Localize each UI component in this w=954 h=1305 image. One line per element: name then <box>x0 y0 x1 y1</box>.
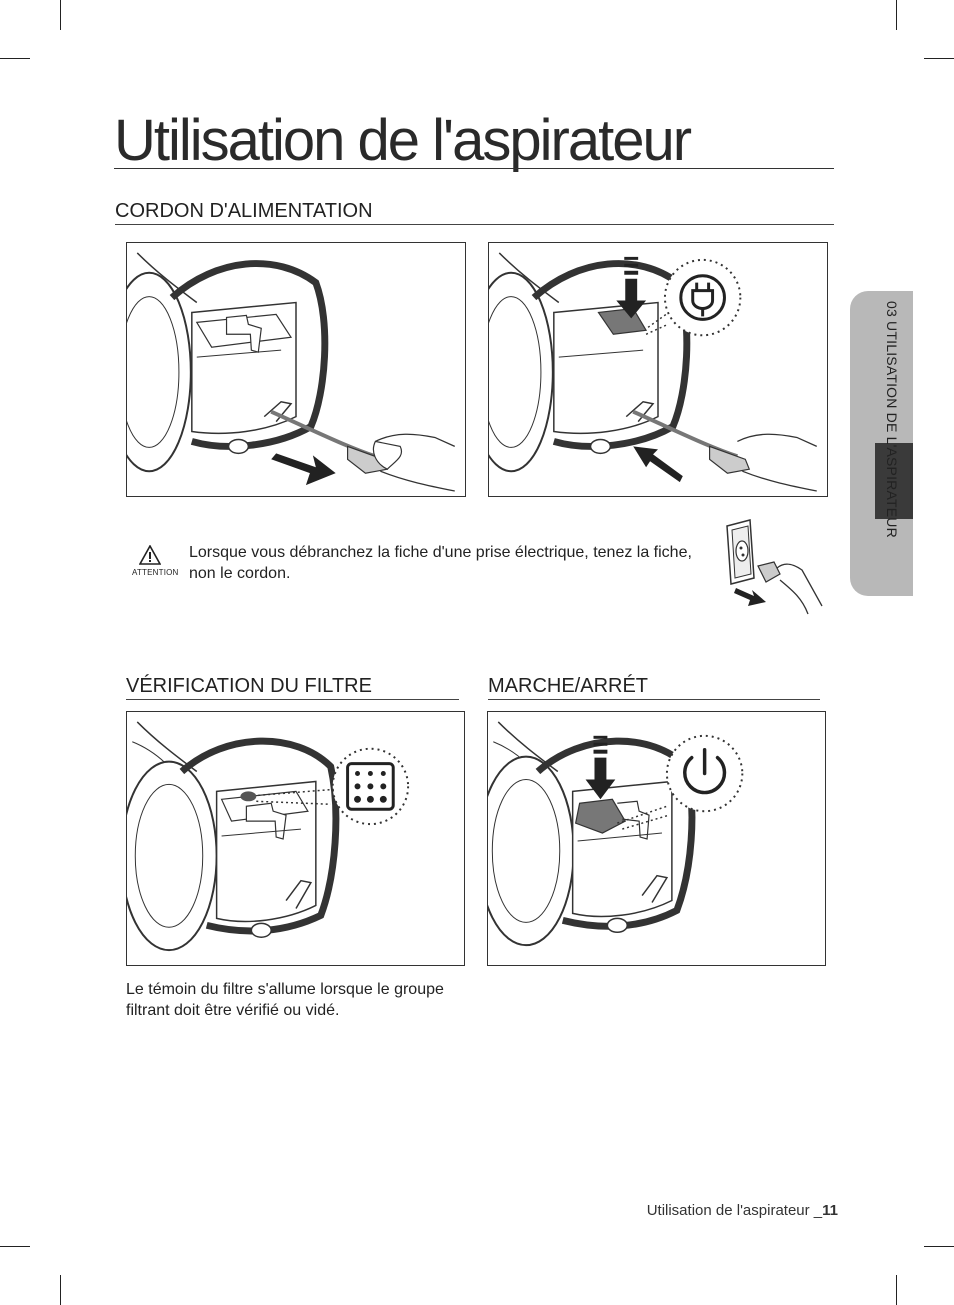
title-rule <box>114 168 834 169</box>
crop-mark <box>924 58 954 59</box>
section-heading-cord: CORDON D'ALIMENTATION <box>115 200 373 222</box>
page-title: Utilisation de l'aspirateur <box>114 108 692 173</box>
warning-text: Lorsque vous débranchez la fiche d'une p… <box>189 544 692 582</box>
crop-mark <box>60 0 61 30</box>
section-rule <box>488 699 820 700</box>
crop-mark <box>0 1246 30 1247</box>
section-heading-power: MARCHE/ARRÉT <box>488 675 649 697</box>
cord-rewind-illustration <box>488 242 828 497</box>
plug-icon <box>679 274 726 321</box>
chapter-tab[interactable]: 03 UTILISATION DE L'ASPIRATEUR <box>850 291 913 596</box>
filter-check-illustration <box>126 711 465 966</box>
section-heading-filter: VÉRIFICATION DU FILTRE <box>126 675 372 697</box>
chapter-tab-label: 03 UTILISATION DE L'ASPIRATEUR <box>884 301 900 538</box>
crop-mark <box>0 58 30 59</box>
vacuum-drawing <box>127 252 456 492</box>
crop-mark <box>896 1275 897 1305</box>
footer-text: Utilisation de l'aspirateur _ <box>646 1202 823 1219</box>
warning-triangle-icon <box>139 545 161 565</box>
page-number: 11 <box>822 1202 838 1219</box>
section-rule <box>126 699 459 700</box>
power-icon <box>683 747 727 795</box>
vacuum-drawing <box>489 252 818 492</box>
power-button-illustration <box>487 711 826 966</box>
filter-description: Le témoin du filtre s'allume lorsque le … <box>126 981 444 1019</box>
section-rule <box>115 224 834 225</box>
vacuum-drawing <box>127 721 410 952</box>
warning-label: ATTENTION <box>132 568 179 577</box>
crop-mark <box>60 1275 61 1305</box>
crop-mark <box>924 1246 954 1247</box>
filter-indicator-icon <box>346 762 395 811</box>
vacuum-drawing <box>488 721 744 947</box>
cord-unplug-illustration <box>126 242 466 497</box>
crop-mark <box>896 0 897 30</box>
unplug-from-socket-illustration <box>726 519 823 615</box>
chapter-tab-marker <box>875 443 913 519</box>
page-footer: Utilisation de l'aspirateur _11 <box>647 1202 838 1219</box>
